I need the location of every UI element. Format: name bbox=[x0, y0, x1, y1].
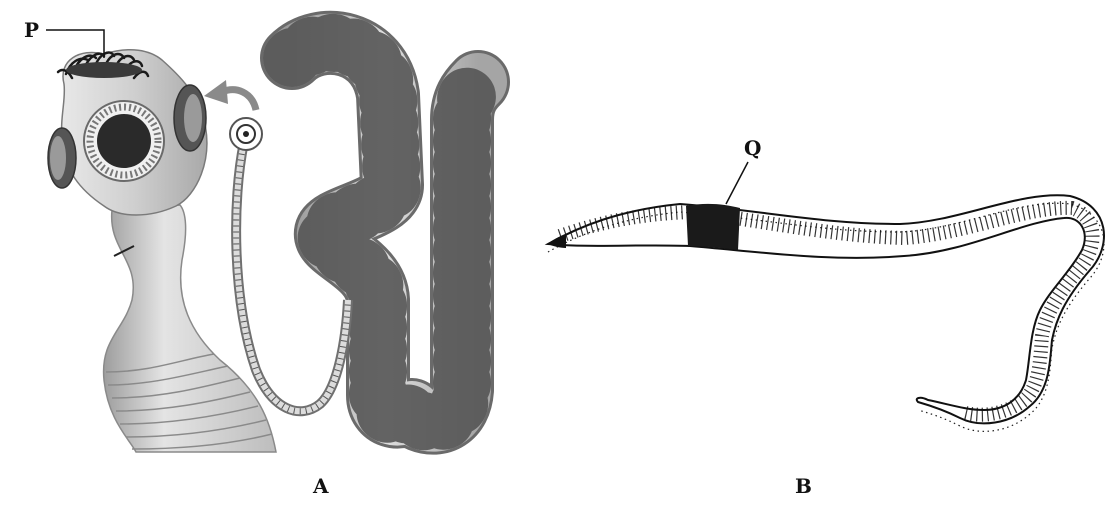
caption-b: B bbox=[795, 476, 812, 496]
earthworm-figure-b bbox=[548, 162, 1104, 431]
caption-a: A bbox=[313, 476, 329, 496]
q-pointer-line bbox=[726, 162, 748, 204]
clitellum bbox=[686, 204, 740, 250]
tapeworm-figure-a bbox=[46, 30, 478, 452]
tapeworm-strobila bbox=[292, 43, 478, 423]
tapeworm-neck bbox=[104, 205, 276, 452]
label-p: P bbox=[24, 20, 39, 40]
label-q: Q bbox=[744, 138, 761, 158]
earthworm-body-outline bbox=[548, 195, 1104, 423]
curved-arrow bbox=[204, 80, 256, 110]
earthworm-anterior-tip bbox=[548, 234, 566, 248]
